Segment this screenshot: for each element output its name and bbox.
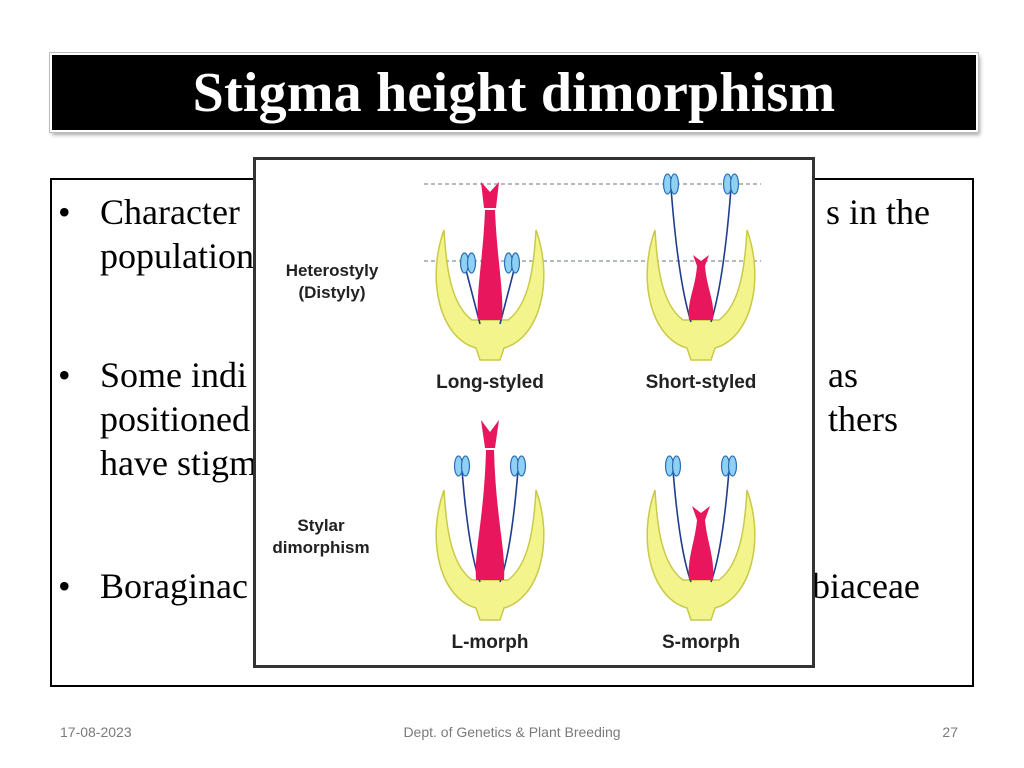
flower-short-styled bbox=[646, 173, 756, 361]
slide-title: Stigma height dimorphism bbox=[192, 61, 836, 124]
title-bar: Stigma height dimorphism bbox=[50, 53, 978, 132]
heterostyly-figure: Heterostyly (Distyly) Stylar dimorphism … bbox=[253, 157, 815, 668]
row-label-stylar-dimorphism: Stylar dimorphism bbox=[272, 516, 370, 557]
bullet-text: Boraginac bbox=[100, 566, 248, 606]
bullet-symbol: • bbox=[58, 566, 71, 606]
label-short-styled: Short-styled bbox=[645, 372, 757, 393]
row-label-heterostyly: Heterostyly (Distyly) bbox=[285, 261, 379, 302]
flower-diagram bbox=[424, 173, 761, 621]
flower-s-morph bbox=[646, 455, 756, 621]
label-l-morph: L-morph bbox=[451, 632, 529, 653]
flower-long-styled bbox=[435, 182, 545, 361]
footer-page-number: 27 bbox=[942, 724, 958, 740]
bullet-text: Some indi positioned have stigm bbox=[100, 355, 257, 483]
label-long-styled: Long-styled bbox=[436, 372, 544, 393]
footer-date: 17-08-2023 bbox=[60, 724, 132, 740]
bullet-symbol: • bbox=[58, 192, 71, 232]
flower-l-morph bbox=[435, 420, 545, 621]
bullet-symbol: • bbox=[58, 355, 71, 395]
label-s-morph: S-morph bbox=[661, 632, 741, 653]
footer-department: Dept. of Genetics & Plant Breeding bbox=[403, 724, 621, 740]
bullet-text: Character population bbox=[100, 192, 254, 276]
